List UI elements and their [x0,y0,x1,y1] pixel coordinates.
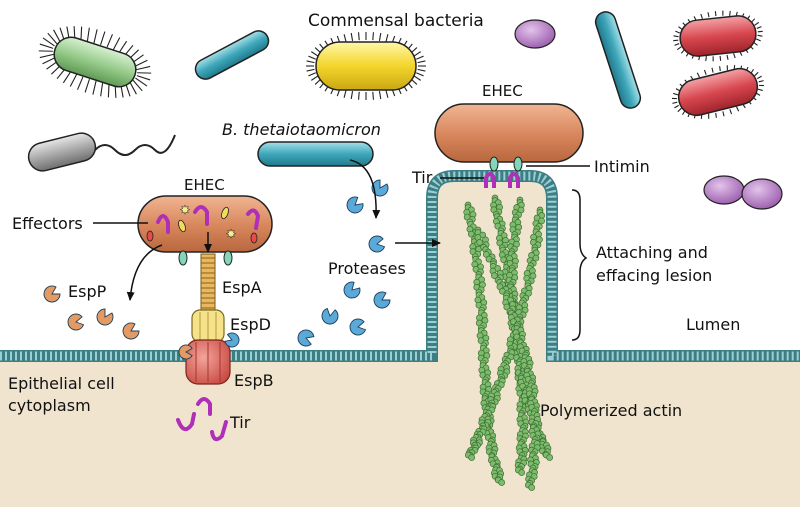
label-ae-lesion-2: effacing lesion [596,266,712,285]
flagellated-bacterium [27,132,176,172]
espp-molecule [122,322,140,340]
espp-molecule [96,308,114,326]
actin-monomer [491,272,498,279]
label-ae-lesion-1: Attaching and [596,243,708,262]
actin-monomer [532,254,540,262]
actin-monomer [528,484,536,491]
purple-diplococcus [703,175,783,210]
actin-monomer [476,239,484,246]
espp-docked [178,344,193,360]
actin-monomer [468,454,476,461]
svg-text:✸: ✸ [226,227,236,241]
label-effectors: Effectors [12,214,83,233]
intimin-1 [489,156,499,172]
actin-monomer [538,217,545,225]
labels: Commensal bacteria B. thetaiotaomicron E… [8,11,740,432]
ehec-left: ✸ ✸ [137,195,273,266]
label-ehec-right: EHEC [482,82,523,100]
ehec-right [434,103,584,188]
label-intimin: Intimin [594,157,650,176]
arrow-bthet-to-proteases [349,159,381,219]
svg-text:✸: ✸ [180,203,190,217]
free-tir-molecules [176,397,228,442]
label-b-thetaiotaomicron: B. thetaiotaomicron [222,120,381,139]
brace-lesion [571,189,588,341]
red-bacterium-2 [672,65,764,119]
red-bacterium-1 [673,10,763,62]
fimbriated-bacterium [38,26,152,98]
label-ehec-left: EHEC [184,176,225,194]
label-espb: EspB [234,371,274,390]
protease [343,281,361,299]
docked-proteases [178,332,240,360]
intimin-2 [513,156,523,172]
b-thetaiotaomicron-bacterium [257,141,374,167]
actin-monomer [498,479,506,486]
teal-rod-bacterium-1 [194,30,270,80]
protease [349,318,367,336]
arrows [93,159,590,341]
teal-rod-bacterium-2 [594,11,642,109]
espp-molecule [67,313,85,331]
label-espp: EspP [68,282,107,301]
espa-filament [200,253,216,315]
yellow-bacterium [306,32,426,100]
cell-membrane-fill [0,171,800,361]
label-epithelial-cell: Epithelial cell [8,374,115,393]
purple-coccus-1 [514,19,556,49]
protease-docked [224,332,240,348]
protease [346,196,364,214]
label-proteases: Proteases [328,259,406,278]
protease [321,307,339,325]
espd-pore [191,309,225,343]
actin-monomer [525,289,532,297]
commensal-bacteria-group [27,10,783,210]
polymerized-actin-filaments [463,194,554,491]
label-espa: EspA [222,278,262,297]
arrow-ehec-to-espp [126,244,163,301]
label-lumen: Lumen [686,315,740,334]
label-tir-right: Tir [411,168,433,187]
label-commensal-bacteria: Commensal bacteria [308,11,484,31]
cytoplasm-area [0,176,800,507]
label-tir-bottom: Tir [229,413,251,432]
free-proteases [297,179,391,347]
actin-monomer [518,469,526,476]
label-cytoplasm: cytoplasm [8,396,91,415]
protease [371,179,389,197]
espb-pore [185,339,231,385]
protease [373,291,391,309]
label-espd: EspD [230,315,271,334]
actin-monomer [546,454,554,461]
protease [368,235,386,253]
epithelial-cell [0,170,800,507]
espp-molecule [43,285,61,303]
protease [297,329,315,347]
espp-molecules [43,285,140,340]
label-polymerized-actin: Polymerized actin [540,401,682,420]
